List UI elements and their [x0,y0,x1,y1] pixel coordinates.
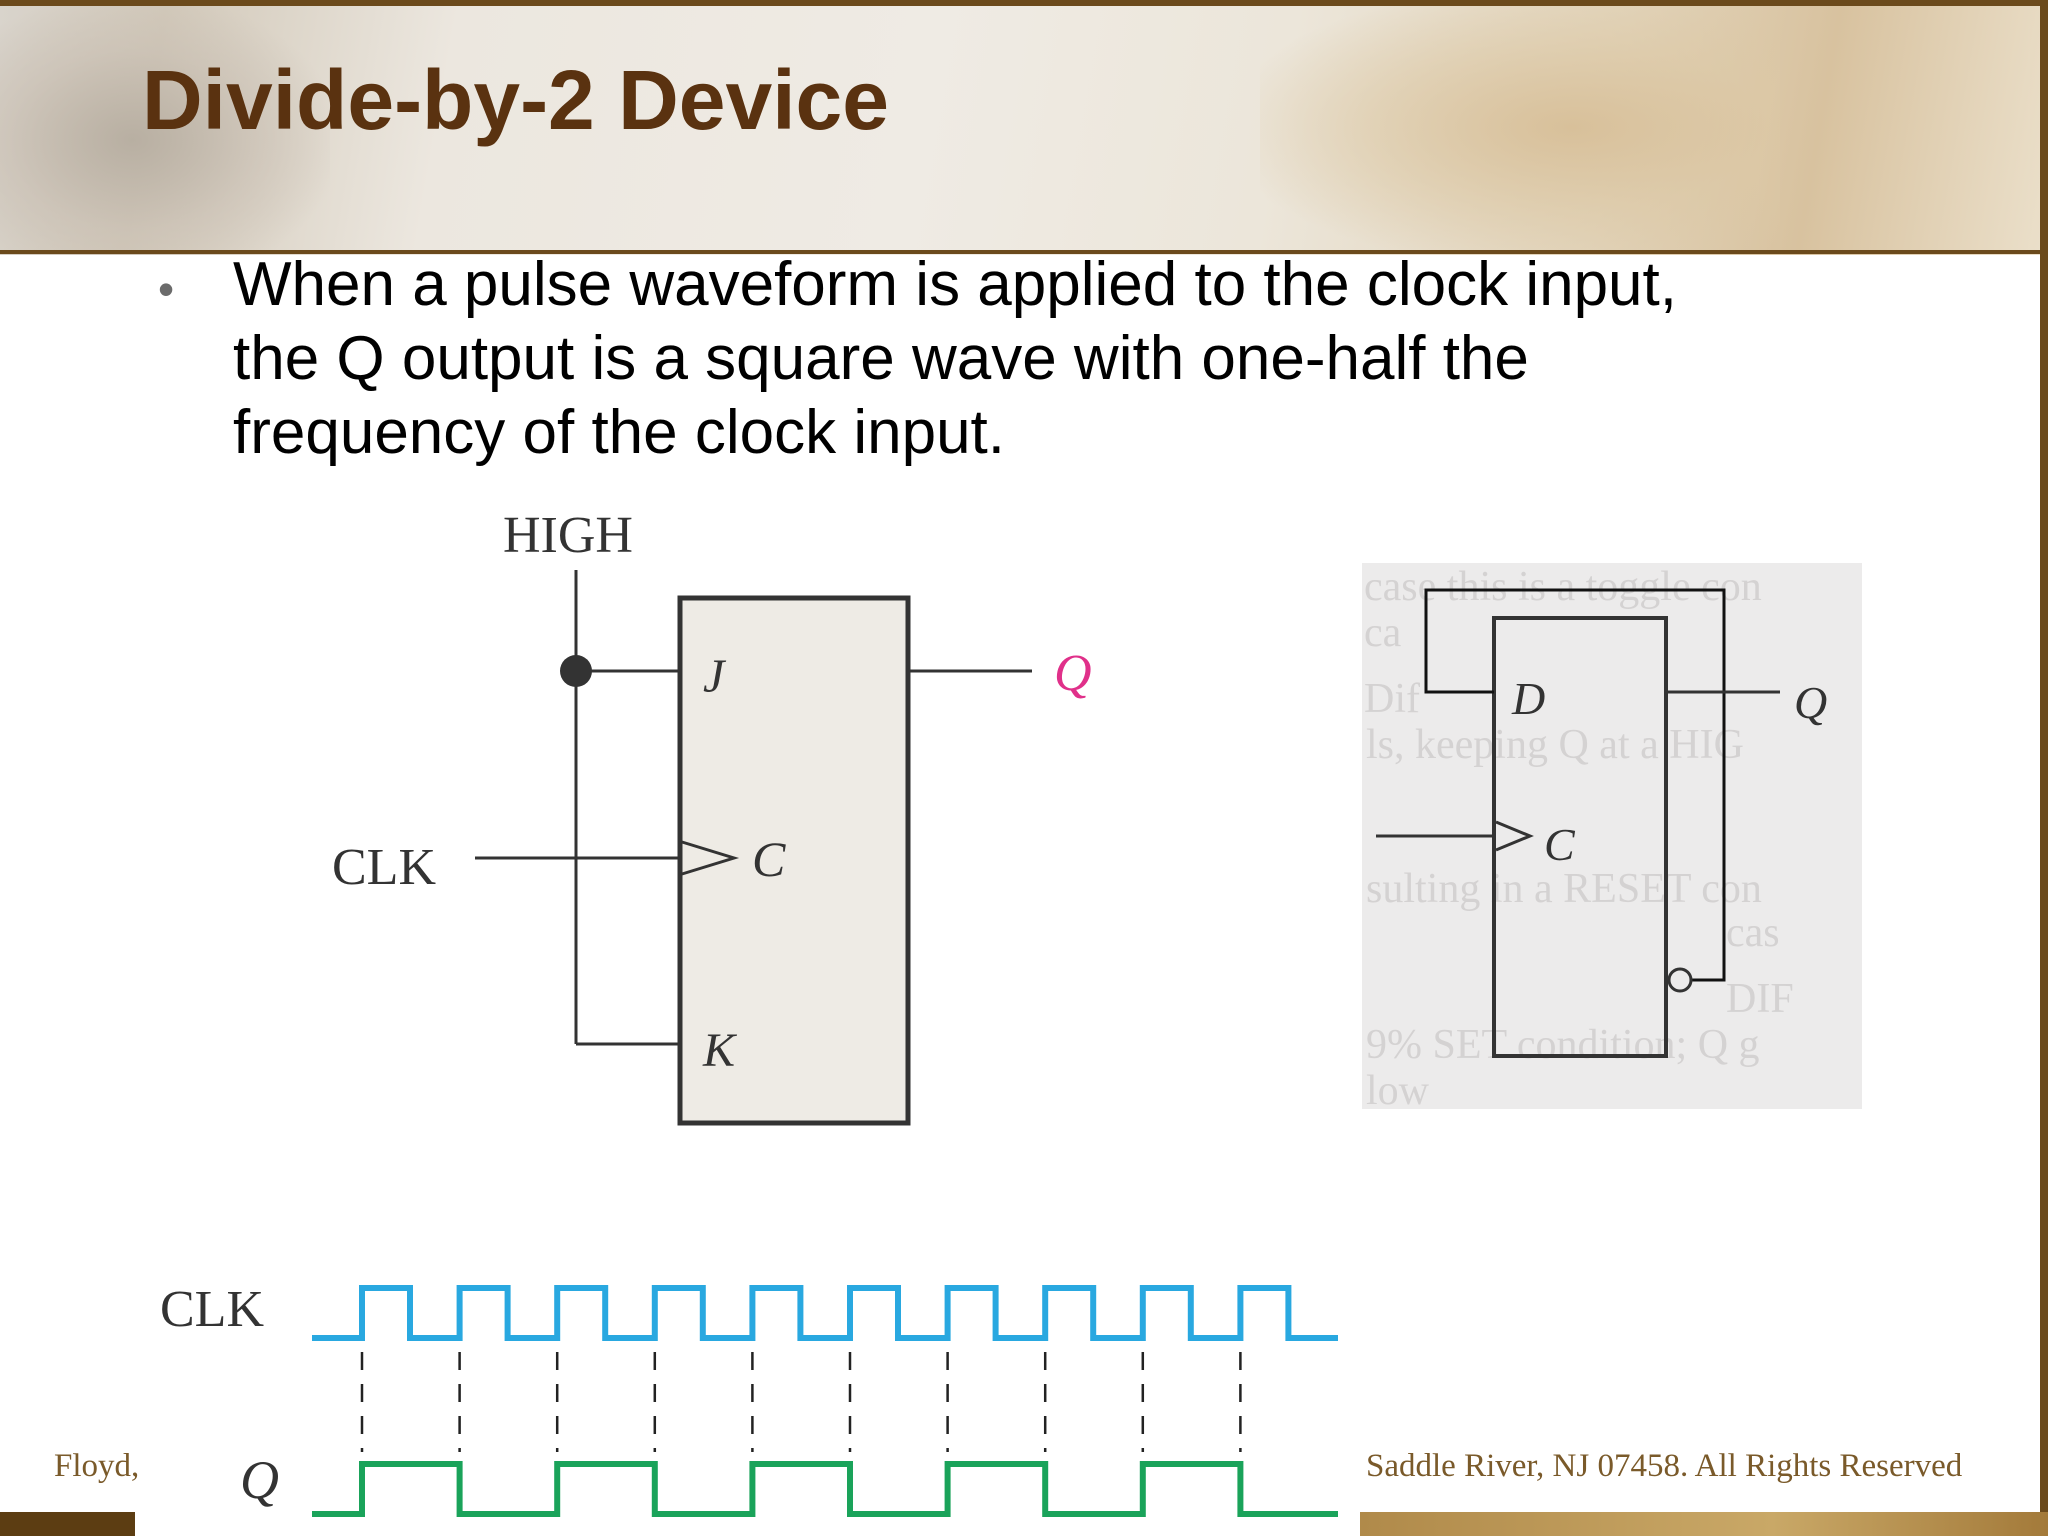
d-label: D [1511,673,1545,724]
footer-copyright-left: Floyd, [54,1448,140,1484]
ghost-text-line: ls, keeping Q at a HIG [1366,722,1744,768]
q-output-label: Q [1054,645,1092,702]
header-photo-blur-right [1260,0,1780,255]
ghost-text-line: cas [1726,910,1780,956]
slide-title: Divide-by-2 Device [142,53,889,147]
top-border-line [0,0,2048,6]
scan-ghost-text: case this is a toggle con ca Dif ls, kee… [1364,564,1794,1114]
bullet-line-3: frequency of the clock input. [233,398,1006,467]
bullet-marker: • [158,263,175,315]
header-band [0,0,2048,255]
timing-guides [360,1352,1242,1452]
bullet-line-1: When a pulse waveform is applied to the … [233,250,1677,319]
header-photo-blur-left [0,0,330,255]
footer-strip-left [0,1512,135,1536]
d-q-label: Q [1794,677,1827,728]
ghost-text-line: sulting in a RESET con [1366,866,1762,912]
timing-clk-label: CLK [160,1281,264,1338]
d-c-label: C [1544,819,1576,870]
ghost-text-line: ca [1364,610,1402,656]
inverted-output-bubble [1667,967,1693,993]
d-clock-triangle-icon [1495,820,1534,852]
c-label: C [752,831,786,887]
q-waveform [312,1461,1338,1517]
feedback-wire [1424,588,1726,982]
clk-input-label: CLK [332,839,436,896]
high-label: HIGH [503,507,633,564]
ghost-text-line: Dif [1364,676,1420,722]
footer-copyright-right: Saddle River, NJ 07458. All Rights Reser… [1366,1448,1963,1484]
footer-strip-right [1360,1512,2048,1536]
clock-triangle-icon [681,840,740,876]
ghost-text-line: 9% SET condition; Q g [1366,1022,1760,1068]
bullet-text: When a pulse waveform is applied to the … [233,248,1933,470]
jk-flipflop-box [677,595,911,1126]
ghost-text-line: low [1366,1068,1430,1114]
k-label: K [702,1024,738,1077]
header-divider-line [0,250,2048,254]
bullet-line-2: the Q output is a square wave with one-h… [233,324,1529,393]
timing-q-label: Q [240,1450,279,1510]
right-border-bar [2040,0,2048,1536]
j-label: J [703,650,727,703]
ghost-text-line: DIF [1726,976,1794,1022]
ghost-text-line: case this is a toggle con [1364,564,1762,610]
clk-waveform [312,1285,1338,1341]
